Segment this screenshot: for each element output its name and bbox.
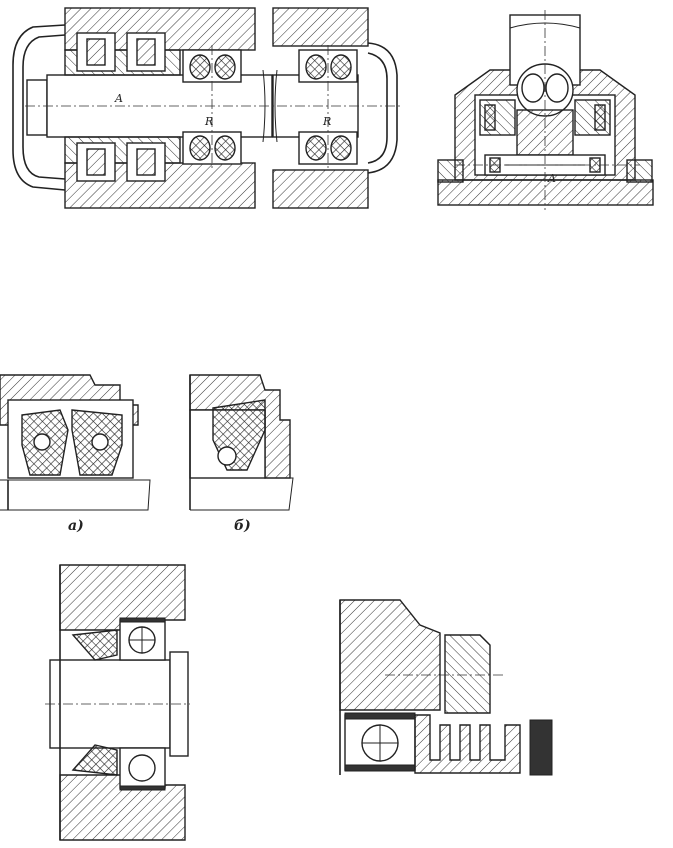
label-r-right: R	[322, 115, 331, 128]
label-a-vertical: A	[547, 172, 556, 185]
caption-b: б)	[234, 518, 251, 534]
figure-vertical-bearing: A	[435, 10, 660, 215]
caption-a: a)	[68, 518, 84, 534]
figure-seal-b	[185, 370, 300, 515]
figure-shaft-assembly: A R R	[5, 5, 405, 210]
label-r-left: R	[204, 115, 213, 128]
figure-labyrinth-seal	[330, 595, 570, 780]
figure-shaft-ball-bearing	[45, 560, 190, 845]
figure-seal-a	[0, 370, 155, 515]
label-a: A	[114, 92, 123, 105]
